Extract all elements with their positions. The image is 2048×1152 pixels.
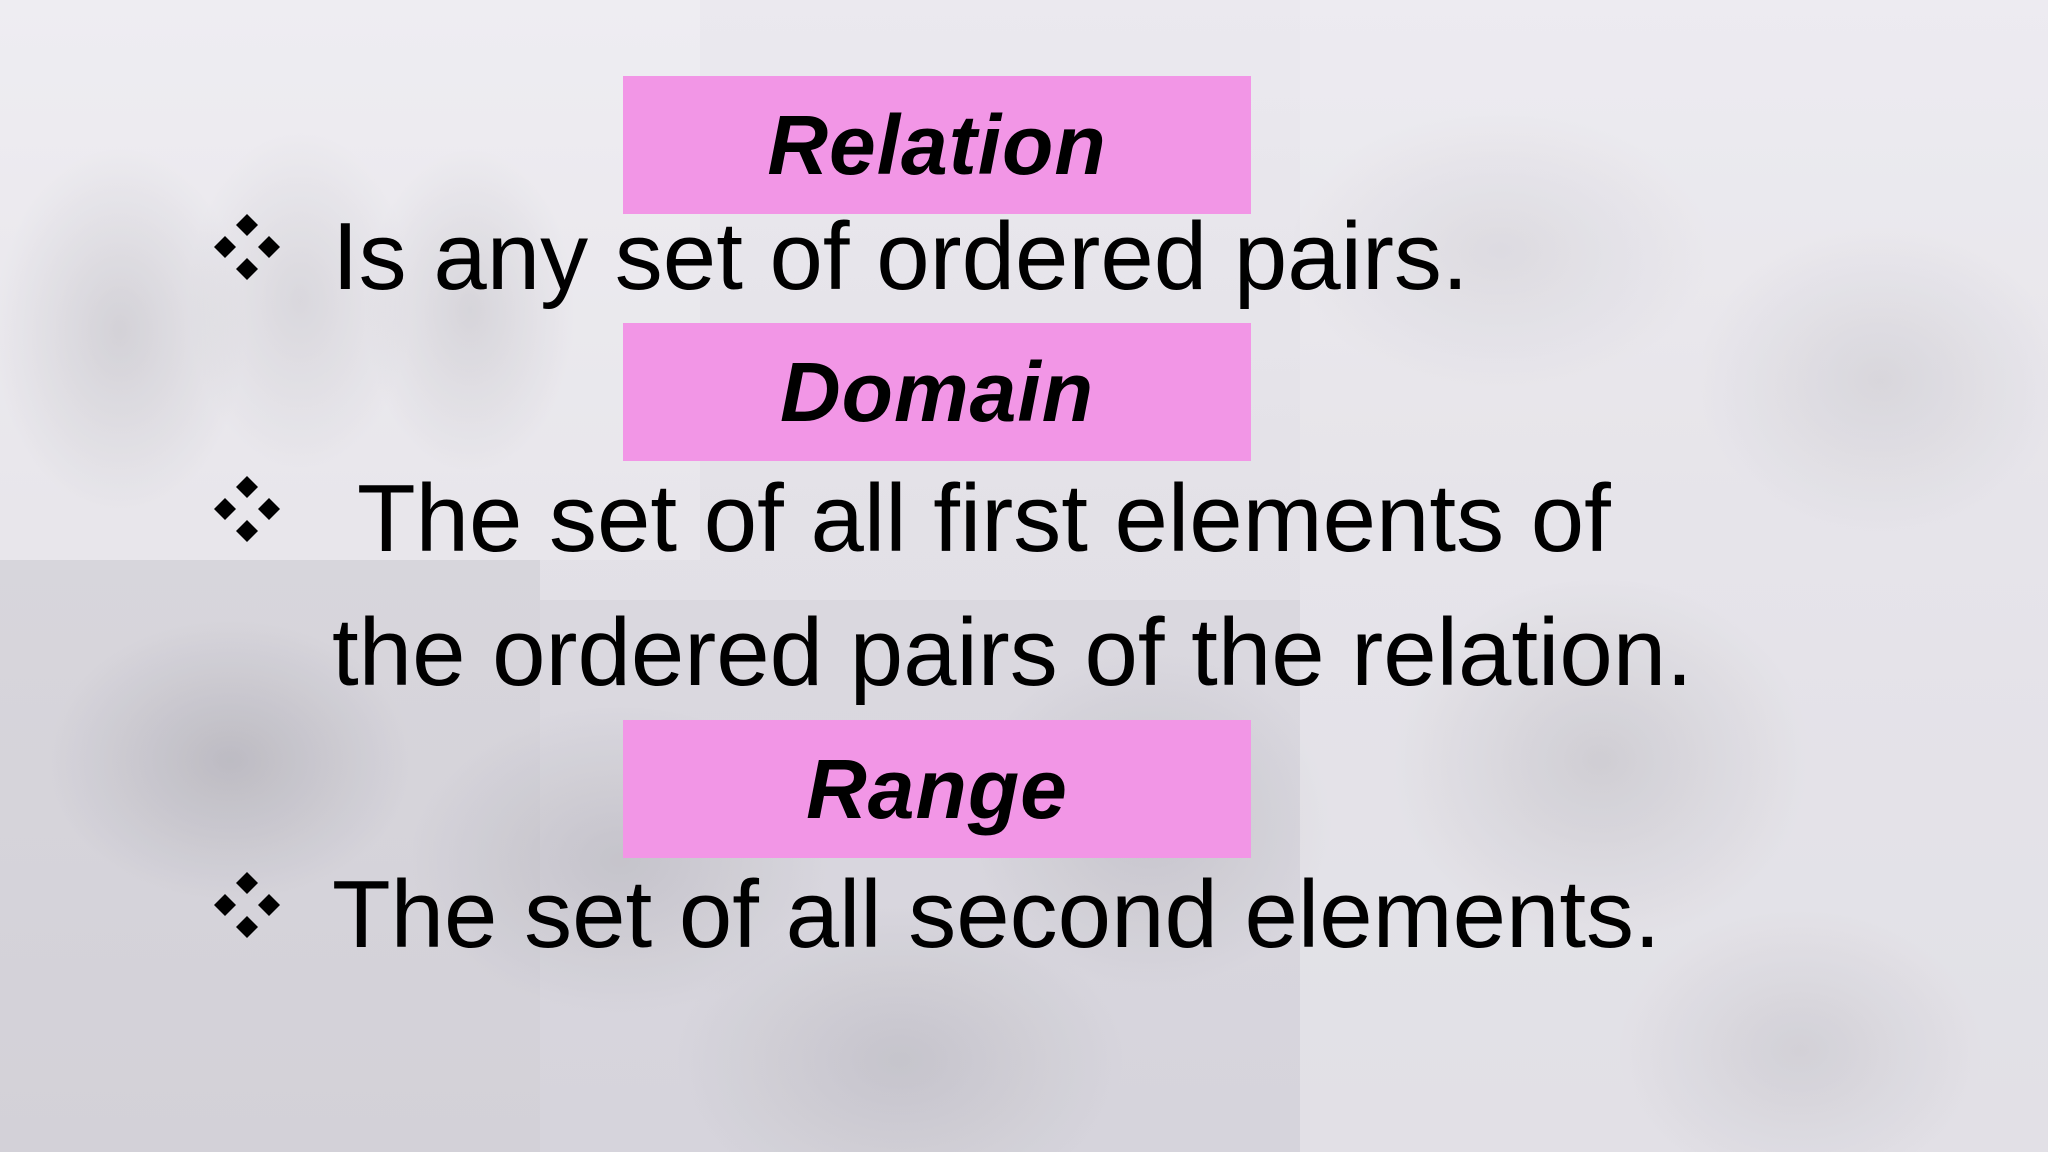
bullet-text: Is any set of ordered pairs.: [332, 203, 1469, 310]
four-diamond-bullet-icon: [210, 868, 284, 942]
bullet-text: The set of all second elements.: [332, 861, 1661, 968]
bullet-item-relation: Is any set of ordered pairs.: [210, 190, 1469, 324]
four-diamond-bullet-icon: [210, 210, 284, 284]
bullet-text: The set of all first elements of: [332, 465, 1611, 572]
heading-relation: Relation: [623, 76, 1251, 214]
bullet-item-range: The set of all second elements.: [210, 848, 1661, 982]
heading-label: Relation: [767, 98, 1107, 192]
four-diamond-bullet-icon: [210, 472, 284, 546]
background-panel: [540, 600, 1300, 1152]
background-panel: [0, 0, 700, 560]
heading-label: Domain: [779, 345, 1095, 439]
heading-domain: Domain: [623, 323, 1251, 461]
heading-range: Range: [623, 720, 1251, 858]
background-panel: [0, 560, 540, 1152]
background-panel: [1300, 0, 2048, 1152]
heading-label: Range: [806, 742, 1068, 836]
bullet-text: the ordered pairs of the relation.: [332, 599, 1693, 706]
bullet-item-domain: The set of all first elements of the ord…: [210, 452, 1693, 720]
